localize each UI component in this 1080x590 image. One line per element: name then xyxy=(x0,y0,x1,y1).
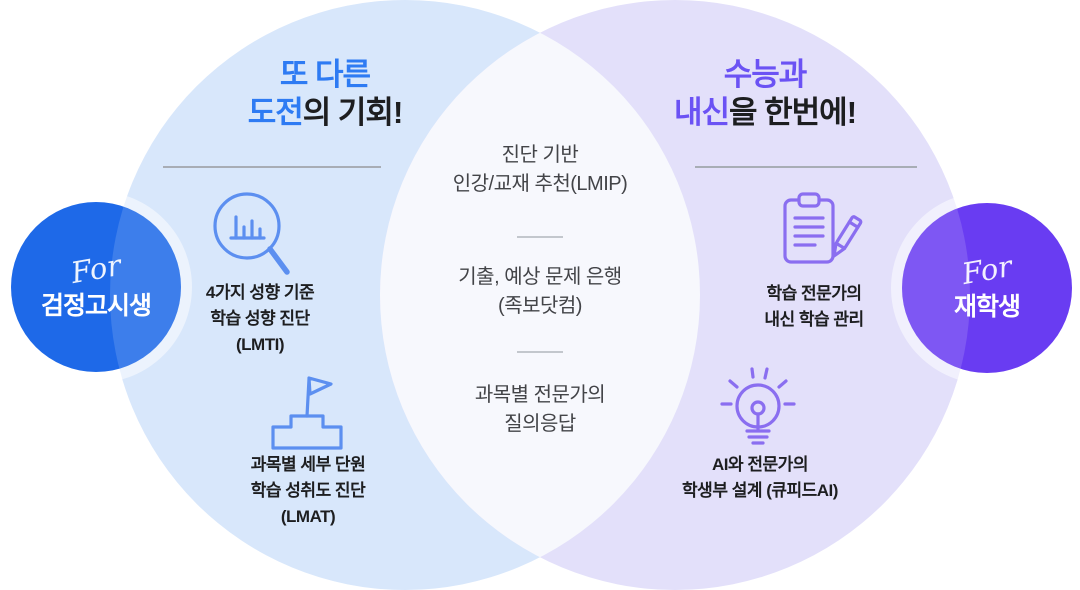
feature-line: 내신 학습 관리 xyxy=(764,310,864,329)
center-line: 진단 기반 xyxy=(501,144,579,166)
right-feature-cupid-label: AI와 전문가의 학생부 설계 (큐피드AI) xyxy=(658,452,862,504)
right-section-divider xyxy=(695,166,917,168)
right-title-rest: 을 한번에! xyxy=(729,95,857,130)
left-title-rest: 의 기회! xyxy=(302,95,403,130)
center-line: 과목별 전문가의 xyxy=(474,384,606,406)
right-title-line1: 수능과 xyxy=(723,57,808,92)
left-section-divider xyxy=(163,166,381,168)
center-feature-2: 기출, 예상 문제 은행 (족보닷컴) xyxy=(410,263,670,321)
feature-line: 학습 성취도 진단 xyxy=(250,481,366,500)
center-line: 질의응답 xyxy=(504,413,576,435)
for-script-text: For xyxy=(68,247,124,291)
right-badge-label: 재학생 xyxy=(953,293,1021,321)
left-title-line1: 또 다른 xyxy=(279,57,371,92)
center-line: 인강/교재 추천(LMIP) xyxy=(452,173,628,195)
center-line: 기출, 예상 문제 은행 xyxy=(458,266,622,288)
lightbulb-icon xyxy=(720,367,796,445)
magnifier-chart-icon xyxy=(213,192,290,275)
feature-line: 과목별 세부 단원 xyxy=(250,455,366,474)
for-script-text: For xyxy=(959,248,1015,292)
feature-line: 4가지 성향 기준 xyxy=(205,283,315,302)
center-divider xyxy=(517,351,563,353)
overlap-shape xyxy=(380,0,700,590)
left-feature-lmti-label: 4가지 성향 기준 학습 성향 진단 (LMTI) xyxy=(160,280,360,358)
center-line: (족보닷컴) xyxy=(498,295,582,317)
right-title: 수능과 내신을 한번에! xyxy=(605,56,925,132)
feature-line: 학생부 설계 (큐피드AI) xyxy=(682,481,838,500)
right-title-highlight: 내신 xyxy=(673,95,730,130)
feature-line: AI와 전문가의 xyxy=(712,455,808,474)
left-title-highlight: 도전 xyxy=(247,95,304,130)
feature-line: (LMAT) xyxy=(280,507,336,526)
feature-line: (LMTI) xyxy=(236,335,284,354)
right-audience-badge: For 재학생 xyxy=(902,203,1072,373)
right-feature-management-label: 학습 전문가의 내신 학습 관리 xyxy=(714,281,914,333)
center-feature-3: 과목별 전문가의 질의응답 xyxy=(410,381,670,439)
left-audience-badge: For 검정고시생 xyxy=(11,202,181,372)
feature-line: 학습 성향 진단 xyxy=(210,309,310,328)
left-badge-label: 검정고시생 xyxy=(40,292,152,320)
feature-line: 학습 전문가의 xyxy=(766,284,862,303)
center-feature-1: 진단 기반 인강/교재 추천(LMIP) xyxy=(410,141,670,199)
center-divider xyxy=(517,236,563,238)
clipboard-pencil-icon xyxy=(783,192,863,264)
left-title: 또 다른 도전의 기회! xyxy=(165,56,485,132)
left-feature-lmat-label: 과목별 세부 단원 학습 성취도 진단 (LMAT) xyxy=(208,452,408,530)
flag-podium-icon xyxy=(271,376,343,450)
